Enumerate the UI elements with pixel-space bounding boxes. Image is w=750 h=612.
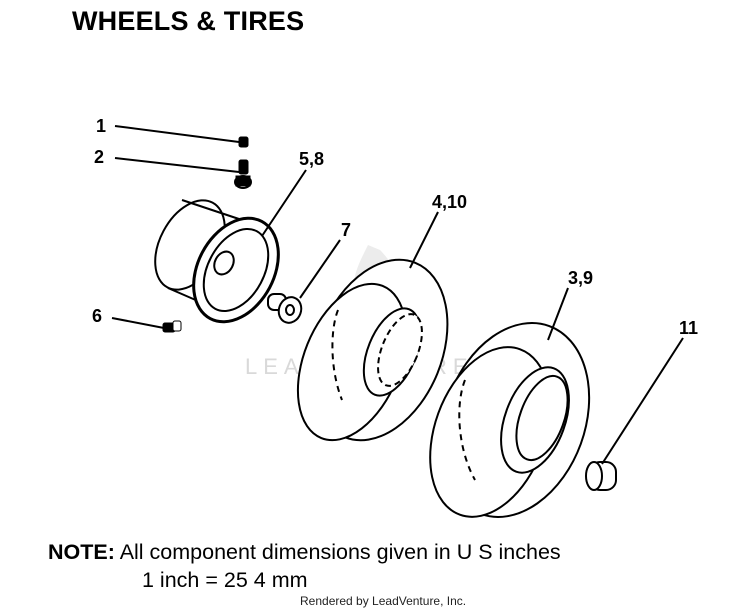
part-rim [154, 199, 280, 324]
leader-lines [111, 125, 684, 465]
part-tire-rear [429, 322, 591, 518]
callout-3-9: 3,9 [568, 268, 593, 288]
note-line-1: NOTE: All component dimensions given in … [48, 541, 561, 563]
note-text-2: 1 inch = 25 4 mm [142, 568, 308, 592]
callout-2: 2 [94, 147, 104, 167]
part-grease-fitting [162, 320, 182, 333]
callout-11: 11 [679, 318, 698, 338]
part-bushing [267, 293, 303, 324]
part-cap-11 [585, 461, 617, 491]
diagram-title: WHEELS & TIRES [72, 6, 305, 36]
parts-diagram: LEADVENTURE [92, 116, 698, 518]
part-tire-front [296, 258, 449, 442]
note-text-1: All component dimensions given in U S in… [119, 540, 561, 564]
part-valve-stem [234, 159, 252, 189]
callout-labels: 1 2 5,8 4,10 7 3,9 6 11 [92, 116, 698, 338]
callout-6: 6 [92, 306, 102, 326]
callout-5-8: 5,8 [299, 149, 324, 169]
callout-4-10: 4,10 [432, 192, 467, 212]
part-valve-cap [238, 136, 249, 148]
callout-1: 1 [96, 116, 106, 136]
callout-7: 7 [341, 220, 351, 240]
footer-credit: Rendered by LeadVenture, Inc. [300, 594, 467, 608]
note-label: NOTE: [48, 540, 115, 564]
